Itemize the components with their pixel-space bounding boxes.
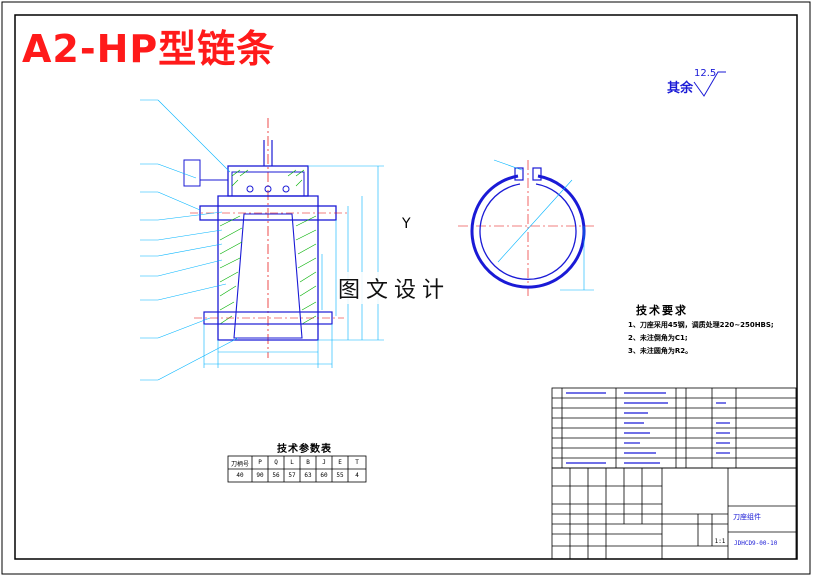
- parts-list-grid: [551, 387, 797, 469]
- tech-requirement-1: 1、刀座采用45钢，调质处理220~250HBS;: [628, 321, 774, 329]
- param-value-cell: 40: [236, 472, 244, 479]
- param-header-cell: T: [355, 459, 359, 466]
- param-table-title: 技术参数表: [277, 444, 332, 455]
- param-header-cell: Q: [274, 459, 278, 466]
- drawing-title: A2-HP型链条: [22, 27, 276, 71]
- leader-lines: [140, 99, 239, 381]
- param-value-cell: 55: [336, 472, 344, 479]
- roughness-label: 其余: [667, 81, 694, 96]
- param-value-cell: 56: [272, 472, 280, 479]
- param-value-cell: 57: [288, 472, 296, 479]
- watermark-text: 图文设计: [338, 272, 451, 304]
- tech-requirement-3: 3、未注圆角为R2。: [628, 347, 693, 355]
- param-value-cell: 90: [256, 472, 264, 479]
- roughness-value: 12.5: [694, 68, 717, 79]
- param-value-cell: 63: [304, 472, 312, 479]
- ring-view: [458, 159, 596, 296]
- param-header-cell: L: [290, 459, 294, 466]
- roughness-symbol: [693, 71, 726, 97]
- parts-list-fill: [566, 392, 730, 464]
- inner-frame: [14, 14, 798, 560]
- param-header-cell: 刀柄号: [230, 461, 249, 468]
- param-header-cell: E: [338, 459, 342, 466]
- section-view: [183, 118, 348, 358]
- param-value-cell: 4: [355, 472, 359, 479]
- tech-requirements-title: 技术要求: [636, 304, 688, 317]
- tech-requirement-2: 2、未注倒角为C1;: [628, 334, 688, 342]
- param-table-grid: [227, 455, 367, 483]
- watermark-mark: Y: [402, 216, 411, 232]
- drawing-code: JDHCD9-00-10: [734, 540, 778, 547]
- param-header-cell: B: [306, 459, 310, 466]
- title-block-grid: [551, 467, 797, 560]
- param-header-cell: J: [322, 459, 326, 466]
- drawing-scale: 1:1: [714, 538, 726, 545]
- param-header-cell: P: [258, 459, 262, 466]
- drawing-name: 刀座组件: [733, 513, 761, 521]
- param-value-cell: 60: [320, 472, 328, 479]
